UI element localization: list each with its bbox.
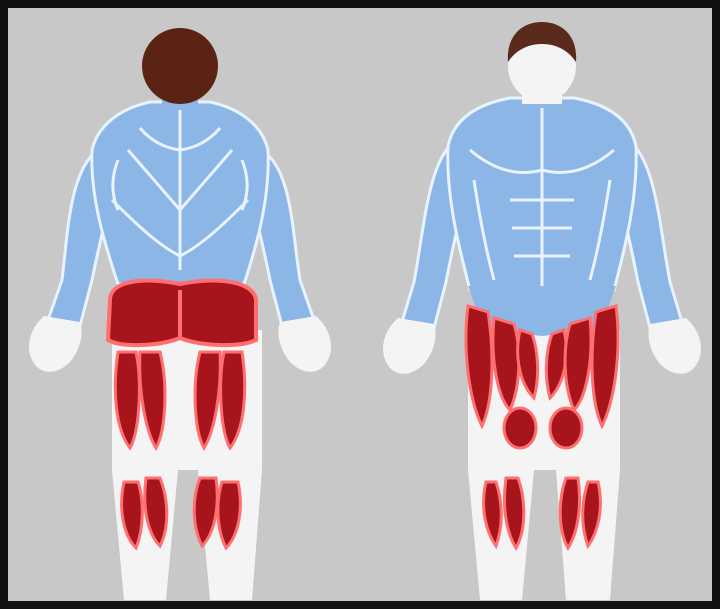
back-head <box>142 28 218 104</box>
front-left-hand <box>383 318 436 374</box>
front-knee-2 <box>550 408 582 448</box>
front-right-hand <box>648 318 701 374</box>
front-knee-1 <box>504 408 536 448</box>
back-calves <box>122 478 241 548</box>
back-left-hand <box>29 316 82 372</box>
back-right-hand <box>278 316 331 372</box>
figure-front-view <box>383 22 701 600</box>
figure-back-view <box>29 28 331 600</box>
